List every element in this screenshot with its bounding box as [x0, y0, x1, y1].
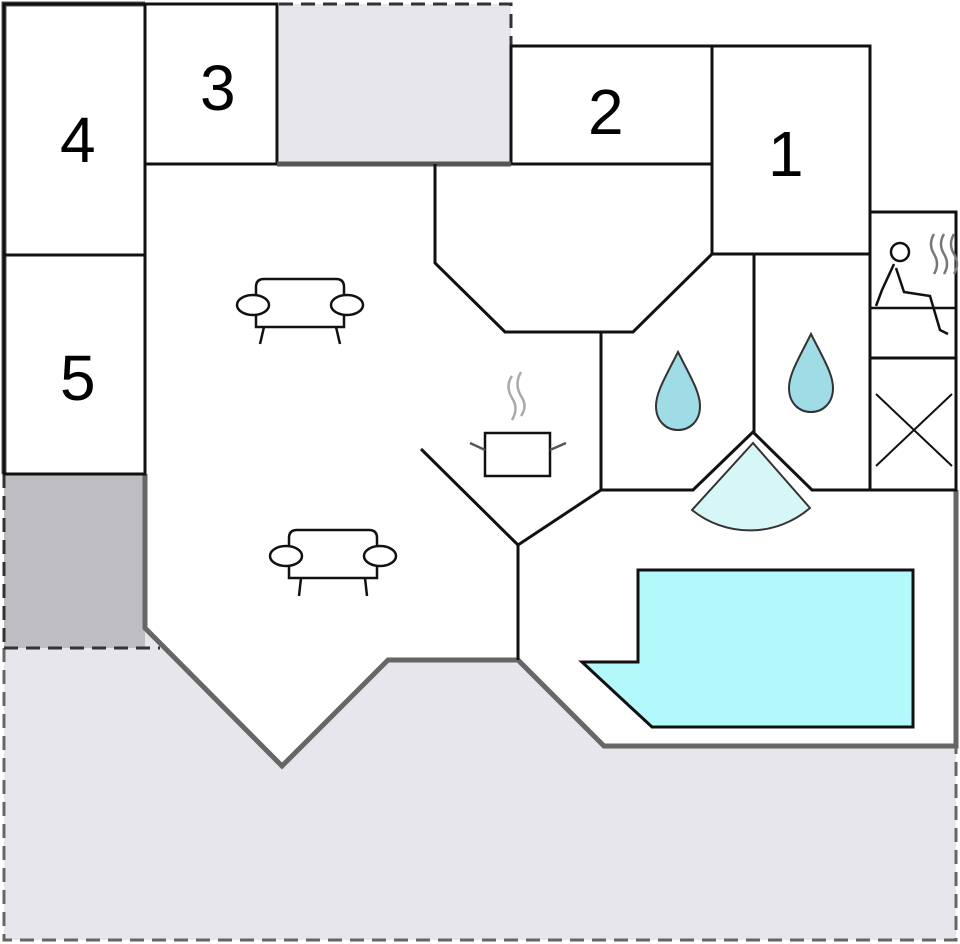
cooking-pot-icon — [469, 371, 567, 478]
terrace-area — [4, 628, 956, 940]
room-5-label: 5 — [60, 342, 96, 414]
kitchen-wall — [433, 164, 714, 334]
storage-cross-icon — [875, 393, 953, 467]
terrace-boundary — [2, 648, 958, 942]
shower-drop-icon — [787, 331, 835, 414]
covered-terrace — [4, 474, 145, 648]
bedrooms — [2, 2, 872, 476]
sauna-icon — [870, 233, 959, 336]
shower-tray-icon — [690, 441, 812, 532]
top-terrace-boundary — [279, 2, 513, 46]
exterior-wall-south — [142, 474, 959, 770]
room-1-label: 1 — [768, 118, 804, 190]
room-3-label: 3 — [200, 52, 236, 124]
sofa-icon — [268, 528, 398, 597]
sauna-wall — [868, 210, 958, 492]
top-terrace — [279, 4, 511, 164]
room-4-label: 4 — [60, 104, 96, 176]
room-5 — [2, 253, 147, 476]
interior-walls — [419, 164, 958, 660]
swimming-pool-icon — [578, 568, 915, 729]
shower-drop-icon — [654, 349, 702, 432]
room-2-label: 2 — [588, 76, 624, 148]
bathroom-wall-left — [599, 332, 870, 492]
sofa-icon — [235, 277, 365, 345]
